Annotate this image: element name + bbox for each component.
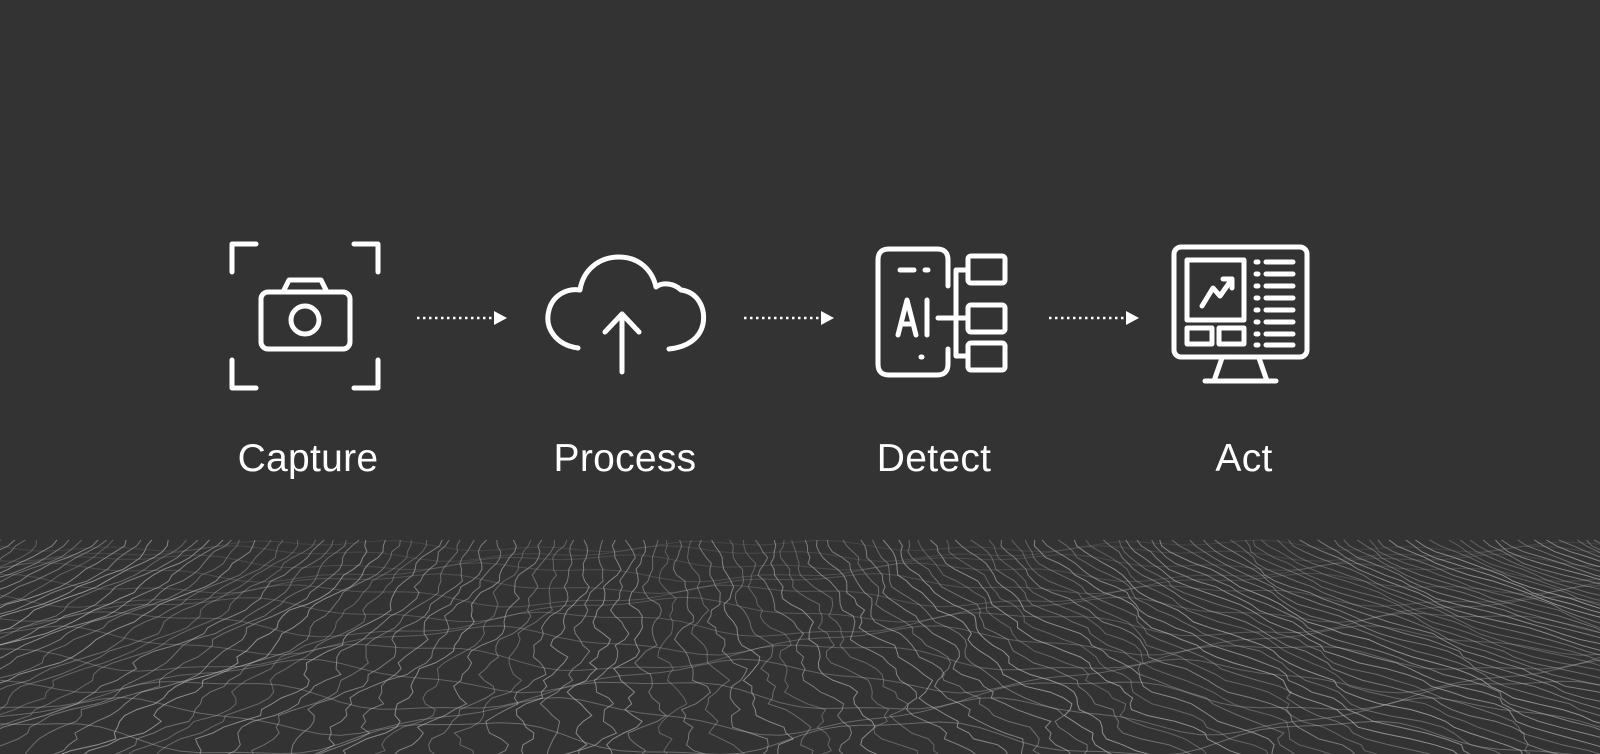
dotted-arrow-right-icon (744, 311, 834, 325)
wave-ridge (0, 643, 1600, 672)
step-label-detect: Detect (876, 437, 992, 480)
wave-ridge (0, 720, 1575, 754)
horizon-fade (0, 0, 1600, 600)
wave-ridge (0, 658, 1600, 694)
wave-ridge (0, 625, 1600, 656)
dotted-arrow-right-icon (1049, 311, 1139, 325)
camera-viewfinder-icon (229, 241, 381, 391)
wave-ridge (0, 611, 1600, 638)
step-label-act: Act (1215, 437, 1273, 480)
cloud-upload-icon (545, 254, 707, 375)
step-label-process: Process (553, 437, 697, 480)
step-label-capture: Capture (237, 437, 379, 480)
ai-tablet-network-icon (875, 246, 1008, 378)
wave-ridge (0, 680, 1600, 711)
wave-ridge (0, 696, 1600, 736)
dotted-arrow-right-icon (417, 311, 507, 325)
monitor-dashboard-icon (1171, 244, 1310, 384)
